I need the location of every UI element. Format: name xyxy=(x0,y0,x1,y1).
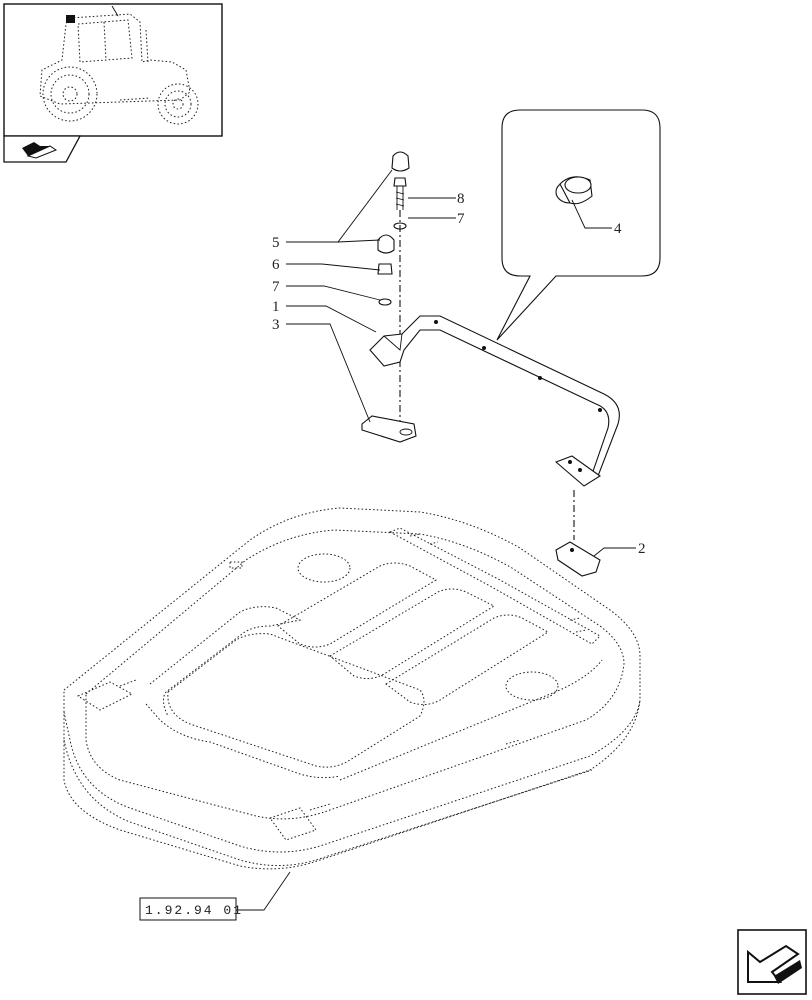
callout-3: 3 xyxy=(272,317,280,333)
tractor-thumbnail-icon xyxy=(3,3,223,137)
leader-lines xyxy=(286,169,636,557)
cab-roof xyxy=(63,507,641,870)
callout-1: 1 xyxy=(272,299,280,315)
handrail-assembly xyxy=(361,151,620,577)
next-page-arrow-icon[interactable] xyxy=(737,929,807,995)
callout-8: 8 xyxy=(457,191,465,207)
callout-6: 6 xyxy=(272,257,280,273)
callout-7-right: 7 xyxy=(457,211,465,227)
section-arrow-icon xyxy=(3,135,82,163)
callout-7-left: 7 xyxy=(272,279,280,295)
reference-code: 1.92.94 01 xyxy=(145,903,243,918)
reference-code-box: 1.92.94 01 xyxy=(139,871,291,921)
callout-5: 5 xyxy=(272,235,280,251)
callout-labels: 5 6 7 1 3 8 7 4 2 xyxy=(272,191,646,557)
callout-2: 2 xyxy=(638,541,646,557)
callout-4: 4 xyxy=(614,221,622,237)
detail-view xyxy=(496,109,661,341)
